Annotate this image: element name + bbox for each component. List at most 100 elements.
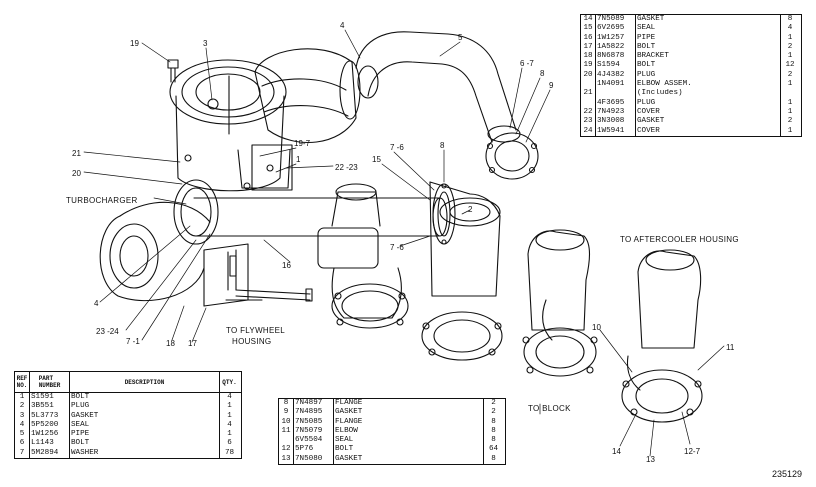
ref-cell: 16 [581, 33, 596, 43]
description-cell: PLUG [636, 70, 781, 81]
qty-cell: 8 [491, 436, 496, 445]
part-number-cell: L1143 [30, 439, 70, 449]
part-number-cell: 5L3773 [30, 411, 70, 421]
qty-cell: 4 [787, 24, 793, 33]
callout: 23 -24 [96, 327, 119, 336]
callout: 11 [726, 343, 735, 352]
description-cell: COVER [636, 107, 781, 118]
qty-cell: 8 [787, 15, 793, 23]
description-cell: BRACKET [636, 52, 781, 62]
description-cell: GASKET [70, 411, 220, 421]
description-cell: WASHER [70, 448, 220, 459]
ref-cell: 11 [279, 426, 294, 437]
part-number-cell: 6V2695 [596, 24, 636, 34]
ref-cell [279, 436, 294, 446]
header-description: DESCRIPTION [124, 378, 165, 386]
part-number-cell: 4J4382 [596, 70, 636, 81]
description-cell: BOLT [70, 393, 220, 403]
qty-cell [781, 89, 799, 98]
ref-cell [581, 80, 596, 90]
ref-cell: 20 [581, 70, 596, 81]
qty-cell: 1 [227, 411, 232, 420]
qty-cell: 4 [227, 420, 232, 429]
label-flywheel-line1: TO FLYWHEEL [226, 326, 285, 335]
part-number-cell: S1594 [596, 61, 636, 71]
ref-cell: 8 [279, 399, 294, 409]
ref-cell: 24 [581, 126, 596, 136]
turbocharger-housing [254, 48, 361, 143]
description-cell: COVER [636, 126, 781, 136]
qty-cell: 1 [787, 98, 793, 107]
callout: 19-7 [294, 139, 311, 148]
ref-cell: 21 [581, 89, 596, 99]
ref-cell: 22 [581, 107, 596, 118]
part-number-cell: 3N3008 [596, 117, 636, 127]
part-number-cell: 7N5089 [596, 15, 636, 25]
description-cell: SEAL [70, 420, 220, 431]
callout: 7 -6 [390, 143, 404, 152]
callout: 8 [440, 141, 445, 150]
description-cell: GASKET [334, 408, 484, 418]
ref-cell: 15 [581, 24, 596, 34]
part-number-cell: 5M2894 [30, 448, 70, 459]
part-number-cell: 1N4091 [596, 80, 636, 90]
part-number-cell: S1591 [30, 393, 70, 403]
qty-cell: 12 [785, 61, 795, 70]
part-number-cell: 5P76 [294, 445, 334, 455]
ref-cell: 12 [279, 445, 294, 455]
header-part-number: NUMBER [38, 382, 61, 389]
part-number-cell: 8N6878 [596, 52, 636, 62]
pipe-16 [193, 197, 448, 237]
qty-cell: 1 [787, 52, 793, 61]
description-cell: BOLT [636, 42, 781, 53]
qty-cell: 2 [787, 42, 793, 51]
part-number-cell: 3B551 [30, 402, 70, 412]
qty-cell: 2 [787, 117, 793, 126]
header-part: PART [38, 375, 54, 382]
ref-cell: 5 [15, 430, 30, 440]
ref-cell: 18 [581, 52, 596, 62]
description-cell: BOLT [70, 439, 220, 449]
callout: 17 [188, 339, 197, 348]
header-qty: QTY. [222, 378, 237, 386]
label-block: TO BLOCK [528, 404, 571, 413]
ref-cell [581, 98, 596, 108]
callout: 2 [468, 205, 473, 214]
header-ref: REF [16, 375, 28, 382]
description-cell: PIPE [636, 33, 781, 43]
description-cell: PLUG [70, 402, 220, 412]
ref-cell: 23 [581, 117, 596, 127]
ref-cell: 10 [279, 417, 294, 427]
qty-cell: 1 [787, 126, 793, 135]
seal-ring-4 [173, 179, 219, 245]
bolt-19 [167, 59, 179, 83]
callout: 4 [340, 21, 345, 30]
ref-cell: 2 [15, 402, 30, 412]
description-cell: GASKET [636, 15, 781, 25]
elbow-11d [621, 249, 703, 423]
description-cell: PLUG [636, 98, 781, 108]
callout: 7 -1 [126, 337, 140, 346]
description-cell: BOLT [334, 445, 484, 455]
ref-cell: 6 [15, 439, 30, 449]
callout: 8 [540, 69, 545, 78]
